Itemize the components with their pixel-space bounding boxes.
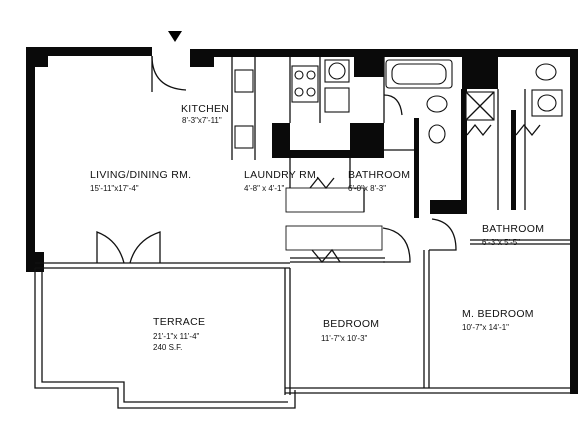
laundry-dims: 4'-8" x 4'-1": [244, 184, 284, 193]
doors: [96, 55, 541, 264]
entry-arrow-icon: [168, 31, 182, 42]
terrace-dims: 21'-1"x 11'-4": [153, 332, 200, 341]
bathroom-1-dims: 6'-0"x 8'-3": [348, 184, 386, 193]
exterior-walls: [26, 47, 578, 394]
interior-walls: [34, 57, 570, 409]
room-labels: KITCHEN 8'-3"x7'-11" LIVING/DINING RM. 1…: [90, 103, 544, 352]
bathroom-1-label: BATHROOM: [348, 169, 410, 181]
bedroom-label: BEDROOM: [323, 318, 379, 330]
kitchen-label: KITCHEN: [181, 103, 229, 115]
bedroom-dims: 11'-7"x 10'-3": [321, 334, 368, 343]
bathroom-2-label: BATHROOM: [482, 223, 544, 235]
bathroom-2-dims: 6'-3"x 5'-5": [482, 238, 520, 247]
fixtures: [234, 59, 563, 149]
terrace-label: TERRACE: [153, 316, 205, 328]
kitchen-dims: 8'-3"x7'-11": [182, 116, 222, 125]
living-dining-label: LIVING/DINING RM.: [90, 169, 191, 181]
terrace-area: 240 S.F.: [153, 343, 182, 352]
master-bedroom-label: M. BEDROOM: [462, 308, 534, 320]
master-bedroom-dims: 10'-7"x 14'-1": [462, 323, 509, 332]
laundry-label: LAUNDRY RM.: [244, 169, 319, 181]
living-dining-dims: 15'-11"x17'-4": [90, 184, 139, 193]
